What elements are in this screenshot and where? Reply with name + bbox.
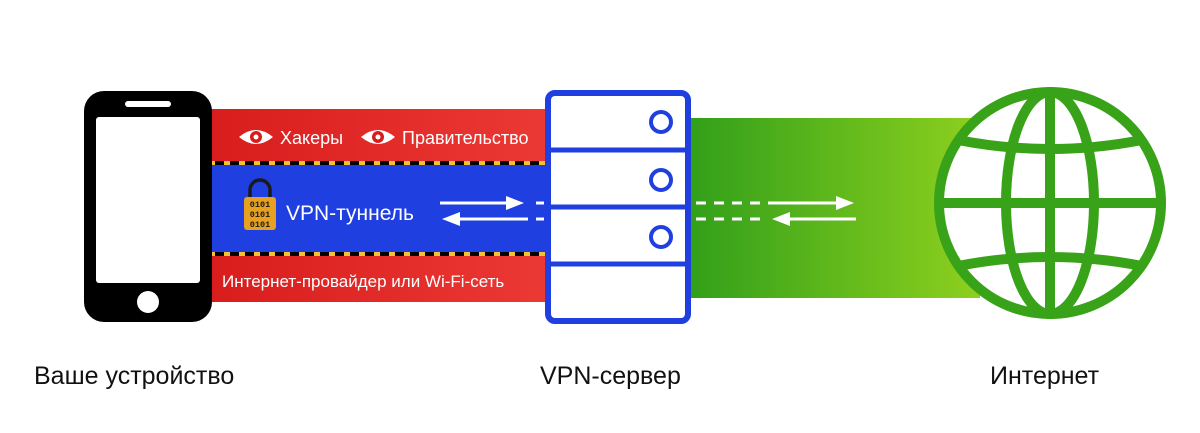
arrow-left-icon (442, 212, 528, 226)
server-rack-icon (545, 90, 691, 324)
lock-code-line: 0101 (250, 210, 270, 220)
threat-label-hackers: Хакеры (280, 128, 343, 148)
arrow-right-icon (440, 196, 524, 210)
eye-icon (361, 130, 395, 144)
internet-caption: Интернет (990, 362, 1100, 390)
internet-band (680, 118, 980, 298)
device-caption: Ваше устройство (34, 362, 235, 390)
arrow-right-icon (768, 196, 854, 210)
arrow-left-icon (772, 212, 856, 226)
smartphone-icon (84, 91, 212, 322)
lock-code-line: 0101 (250, 220, 270, 230)
padlock-icon: 0101 0101 0101 (244, 178, 276, 230)
vpn-tunnel-label: VPN-туннель (286, 202, 414, 225)
lock-code-line: 0101 (250, 200, 270, 210)
eye-icon (239, 130, 273, 144)
server-caption: VPN-сервер (540, 362, 681, 390)
isp-label: Интернет-провайдер или Wi-Fi-сеть (222, 272, 504, 291)
globe-icon (934, 87, 1166, 319)
threat-label-government: Правительство (402, 128, 529, 148)
